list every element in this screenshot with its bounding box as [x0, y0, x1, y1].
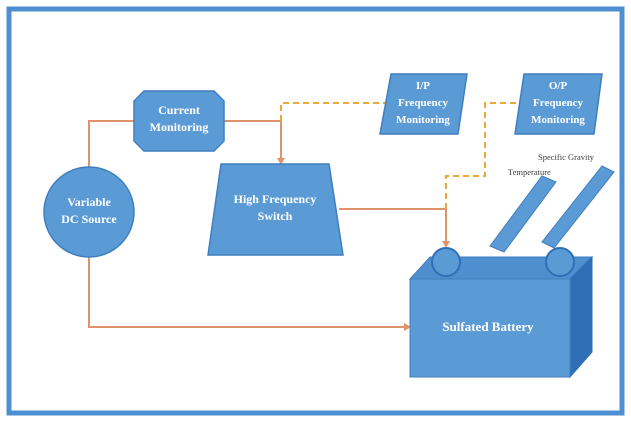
op-frequency-monitoring-shape	[514, 73, 603, 135]
wire-arrowheads	[277, 158, 450, 331]
high-frequency-switch-label-1: High Frequency	[234, 192, 317, 206]
ip-frequency-monitoring-block: I/P Frequency Monitoring	[379, 73, 468, 135]
op-frequency-monitoring-label-2: Frequency	[533, 97, 583, 109]
ip-frequency-monitoring-label-1: I/P	[416, 80, 430, 92]
variable-dc-source-shape	[43, 166, 135, 258]
op-frequency-monitoring-label-1: O/P	[549, 80, 568, 92]
negative-sign: -	[566, 225, 573, 250]
temperature-label: Temperature	[508, 167, 551, 177]
arrowhead-positive	[442, 241, 450, 248]
variable-dc-source-block: Variable DC Source	[43, 166, 135, 258]
negative-terminal	[545, 247, 575, 277]
variable-dc-source-label-1: Variable	[67, 195, 111, 209]
arrowhead-battery	[404, 323, 411, 331]
ip-frequency-monitoring-label-2: Frequency	[398, 97, 448, 109]
high-frequency-switch-label-2: Switch	[258, 209, 293, 223]
signal-lines	[280, 102, 520, 209]
ip-frequency-monitoring-label-3: Monitoring	[396, 114, 450, 126]
positive-terminal	[431, 247, 461, 277]
wire-source-to-current	[88, 120, 134, 170]
temperature-probe	[489, 175, 557, 253]
positive-sign: +	[462, 227, 475, 252]
arrowhead-switch	[277, 158, 285, 165]
current-monitoring-block: Current Monitoring	[133, 90, 225, 152]
sulfated-battery-label: Sulfated Battery	[442, 319, 534, 334]
op-frequency-monitoring-label-3: Monitoring	[531, 114, 585, 126]
ip-frequency-monitoring-shape	[379, 73, 468, 135]
wire-source-to-battery	[88, 255, 410, 328]
battery-front-face	[409, 278, 571, 378]
sulfated-battery-block: + - Sulfated Battery	[408, 225, 594, 379]
high-frequency-switch-block: High Frequency Switch	[207, 163, 344, 256]
current-monitoring-label-1: Current	[158, 103, 200, 117]
specific-gravity-probe	[541, 165, 615, 249]
probes: Specific Gravity Temperature	[489, 152, 615, 253]
current-monitoring-label-2: Monitoring	[150, 120, 209, 134]
variable-dc-source-label-2: DC Source	[61, 212, 117, 226]
signal-ip-monitoring	[280, 102, 388, 121]
current-monitoring-shape	[133, 90, 225, 152]
high-frequency-switch-shape	[207, 163, 344, 256]
op-frequency-monitoring-block: O/P Frequency Monitoring	[514, 73, 603, 135]
specific-gravity-label: Specific Gravity	[538, 152, 595, 162]
signal-op-monitoring	[445, 102, 520, 209]
